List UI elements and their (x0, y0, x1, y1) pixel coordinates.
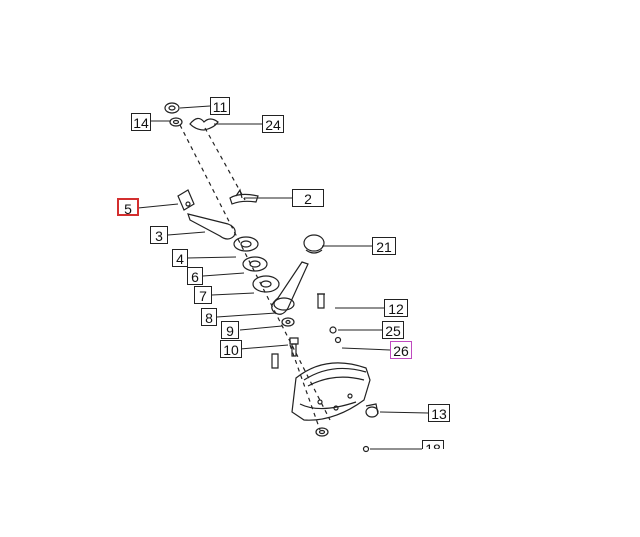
callout-21: 21 (372, 237, 396, 255)
stud-left (271, 353, 279, 369)
callout-7: 7 (194, 286, 212, 304)
washer-part-7 (252, 275, 280, 293)
assembly-axis-left (179, 124, 331, 421)
leader-lines (137, 105, 429, 450)
main-lever (271, 261, 309, 315)
ball-knob-part-21 (303, 234, 325, 254)
washer-part-9 (281, 317, 295, 327)
callout-9: 9 (221, 321, 239, 339)
nut-bottom (315, 427, 329, 437)
callout-14: 14 (131, 113, 151, 131)
bracket-part-2 (229, 188, 259, 205)
callout-11: 11 (210, 97, 230, 115)
callout-26: 26 (390, 341, 412, 359)
lever-part-3 (187, 213, 236, 240)
callout-8: 8 (201, 308, 217, 326)
bolt-part-12 (317, 293, 325, 309)
callout-12: 12 (384, 299, 408, 317)
ball-part-25 (329, 326, 337, 334)
callout-10: 10 (220, 340, 242, 358)
washer-part-14 (169, 117, 183, 127)
pin-part-18 (362, 445, 370, 453)
callout-18: 18 (422, 440, 444, 449)
callout-4: 4 (172, 249, 188, 267)
knob-part-5 (177, 189, 195, 211)
base-housing (291, 362, 371, 421)
knob-part-13 (365, 403, 379, 418)
assembly-axis-bolt (289, 344, 321, 431)
nut-part-11 (164, 102, 180, 114)
spring-part-26 (334, 336, 342, 344)
washer-part-6 (242, 256, 268, 272)
callout-25: 25 (382, 321, 404, 339)
callout-13: 13 (428, 404, 450, 422)
washer-part-4 (233, 236, 259, 252)
callout-24: 24 (262, 115, 284, 133)
callout-2: 2 (292, 189, 324, 207)
assembly-axis-right (204, 127, 246, 201)
bolt-part-10 (289, 337, 299, 357)
wing-nut-part-24 (189, 117, 219, 131)
callout-3: 3 (150, 226, 168, 244)
callout-6: 6 (187, 267, 203, 285)
callout-5: 5 (117, 198, 139, 217)
